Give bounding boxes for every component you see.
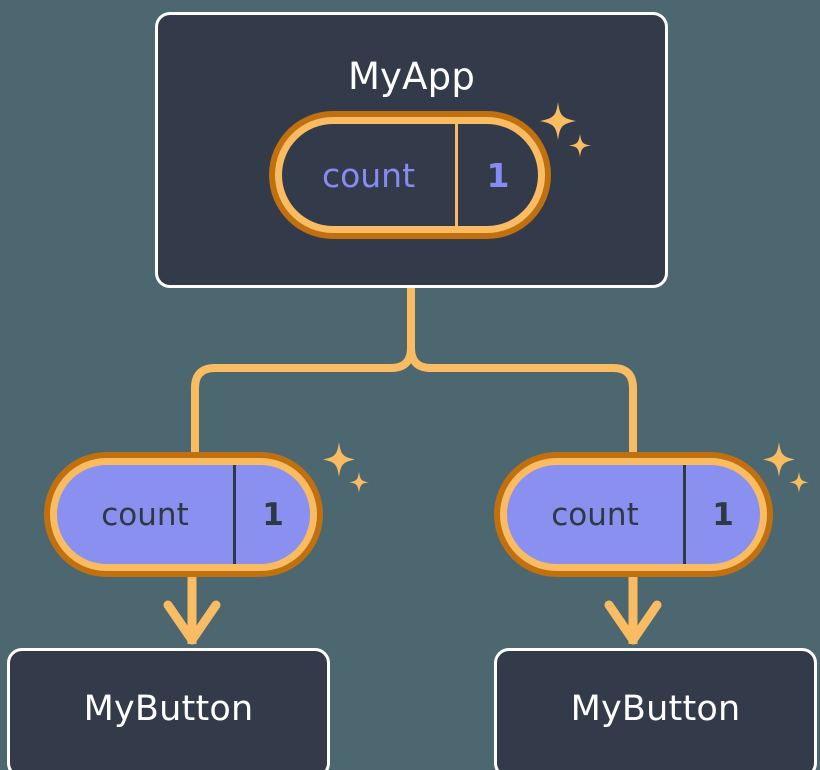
sparkle-icon <box>323 442 369 493</box>
myapp-pill-inner-ring: count 1 <box>275 117 545 233</box>
mybutton-right-card[interactable]: MyButton <box>494 648 817 770</box>
sparkle-icon <box>540 102 591 157</box>
mybutton-left-state-pill[interactable]: count 1 <box>44 452 323 577</box>
sparkle-icon <box>763 442 809 493</box>
arrow-head-left-icon <box>163 600 221 645</box>
myapp-card-title: MyApp <box>347 55 476 98</box>
right-state-key: count <box>551 496 639 533</box>
right-pill-inner-ring: count 1 <box>500 458 767 571</box>
myapp-state-value: 1 <box>455 124 538 226</box>
mybutton-right-state-pill[interactable]: count 1 <box>494 452 773 577</box>
branch-right-wire <box>407 284 637 456</box>
mybutton-right-title: MyButton <box>570 689 741 729</box>
left-pill-inner-ring: count 1 <box>50 458 317 571</box>
mybutton-left-title: MyButton <box>83 689 254 729</box>
left-pill-body: count 1 <box>57 465 310 564</box>
mybutton-left-card[interactable]: MyButton <box>7 648 330 770</box>
branch-left-wire <box>191 284 415 456</box>
right-pill-body: count 1 <box>507 465 760 564</box>
right-state-value: 1 <box>683 465 760 564</box>
left-state-key: count <box>101 496 189 533</box>
myapp-pill-body: count 1 <box>282 124 538 226</box>
myapp-component-card[interactable]: MyApp <box>155 12 668 288</box>
myapp-state-pill[interactable]: count 1 <box>269 111 551 239</box>
arrow-head-right-icon <box>604 600 662 645</box>
myapp-state-key: count <box>321 155 416 195</box>
left-state-value: 1 <box>233 465 310 564</box>
